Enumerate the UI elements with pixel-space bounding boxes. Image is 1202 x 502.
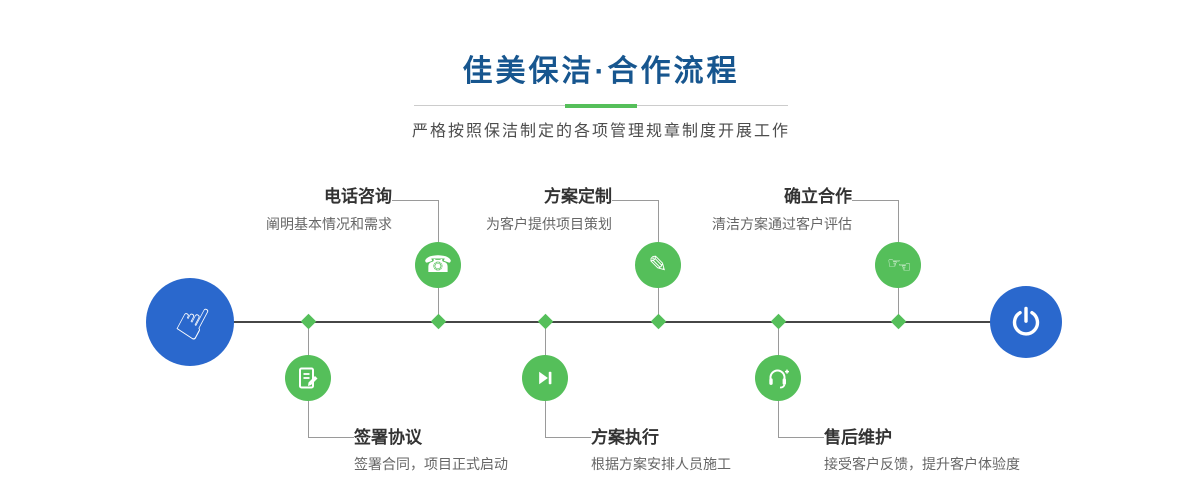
divider-accent bbox=[565, 103, 637, 108]
page-subtitle: 严格按照保洁制定的各项管理规章制度开展工作 bbox=[411, 123, 790, 140]
step-description: 签署合同，项目正式启动 bbox=[354, 456, 508, 472]
step-text: 签署协议 签署合同，项目正式启动 bbox=[354, 427, 714, 473]
pencil-icon: ✎ bbox=[648, 251, 668, 278]
connector-line bbox=[308, 323, 309, 356]
step-node bbox=[285, 355, 331, 401]
connector-line bbox=[898, 288, 899, 321]
connector-line bbox=[438, 288, 439, 321]
step-text: 售后维护 接受客户反馈，提升客户体验度 bbox=[824, 427, 1184, 473]
timeline-end-node bbox=[990, 286, 1062, 358]
step-title: 方案执行 bbox=[591, 428, 659, 447]
step-node bbox=[522, 355, 568, 401]
title-divider bbox=[414, 103, 788, 108]
timeline-diamond bbox=[650, 313, 667, 330]
phone-icon: ☎ bbox=[423, 251, 453, 278]
step-title: 售后维护 bbox=[824, 428, 892, 447]
step-description: 根据方案安排人员施工 bbox=[591, 456, 731, 472]
section-header: 佳美保洁·合作流程 严格按照保洁制定的各项管理规章制度开展工作 bbox=[0, 0, 1202, 141]
connector-line bbox=[778, 400, 779, 437]
connector-line bbox=[545, 437, 591, 438]
step-description: 清洁方案通过客户评估 bbox=[712, 216, 852, 232]
connector-line bbox=[778, 323, 779, 356]
step-node bbox=[755, 355, 801, 401]
step-text: 确立合作 清洁方案通过客户评估 bbox=[552, 186, 852, 233]
headset-icon bbox=[769, 369, 789, 389]
connector-line bbox=[658, 200, 659, 242]
step-title: 签署协议 bbox=[354, 428, 422, 447]
step-node: ☞ ☜ bbox=[875, 242, 921, 288]
power-icon bbox=[1012, 306, 1040, 336]
play-icon bbox=[539, 371, 552, 385]
timeline-diamond bbox=[770, 313, 787, 330]
connector-line bbox=[438, 200, 439, 242]
timeline-diamond bbox=[300, 313, 317, 330]
handshake-right-hand: ☞ bbox=[887, 255, 902, 272]
step-title: 电话咨询 bbox=[324, 187, 392, 206]
step-text: 方案执行 根据方案安排人员施工 bbox=[591, 427, 951, 473]
step-description: 为客户提供项目策划 bbox=[486, 216, 612, 232]
handshake-icon: ☞ ☜ bbox=[887, 255, 912, 276]
connector-line bbox=[658, 288, 659, 321]
connector-line bbox=[898, 200, 899, 242]
timeline-start-node: ☝ bbox=[146, 278, 234, 366]
step-node: ✎ bbox=[635, 242, 681, 288]
connector-line bbox=[545, 400, 546, 437]
connector-line bbox=[778, 437, 824, 438]
page-title: 佳美保洁·合作流程 bbox=[462, 55, 740, 88]
timeline-diamond bbox=[430, 313, 447, 330]
connector-line bbox=[612, 200, 658, 201]
step-description: 接受客户反馈，提升客户体验度 bbox=[824, 456, 1020, 472]
connector-line bbox=[852, 200, 898, 201]
pointing-hand-icon: ☝ bbox=[167, 290, 218, 352]
connector-line bbox=[545, 323, 546, 356]
step-title: 确立合作 bbox=[784, 187, 852, 206]
timeline-diamond bbox=[890, 313, 907, 330]
step-node: ☎ bbox=[415, 242, 461, 288]
handshake-left-hand: ☜ bbox=[898, 259, 912, 276]
connector-line bbox=[392, 200, 438, 201]
step-description: 阐明基本情况和需求 bbox=[266, 216, 392, 232]
timeline-line bbox=[190, 321, 1028, 323]
step-title: 方案定制 bbox=[544, 187, 612, 206]
step-text: 方案定制 为客户提供项目策划 bbox=[312, 186, 612, 233]
timeline-diamond bbox=[537, 313, 554, 330]
connector-line bbox=[308, 400, 309, 437]
step-text: 电话咨询 阐明基本情况和需求 bbox=[92, 186, 392, 233]
contract-icon bbox=[299, 367, 318, 389]
connector-line bbox=[308, 437, 354, 438]
